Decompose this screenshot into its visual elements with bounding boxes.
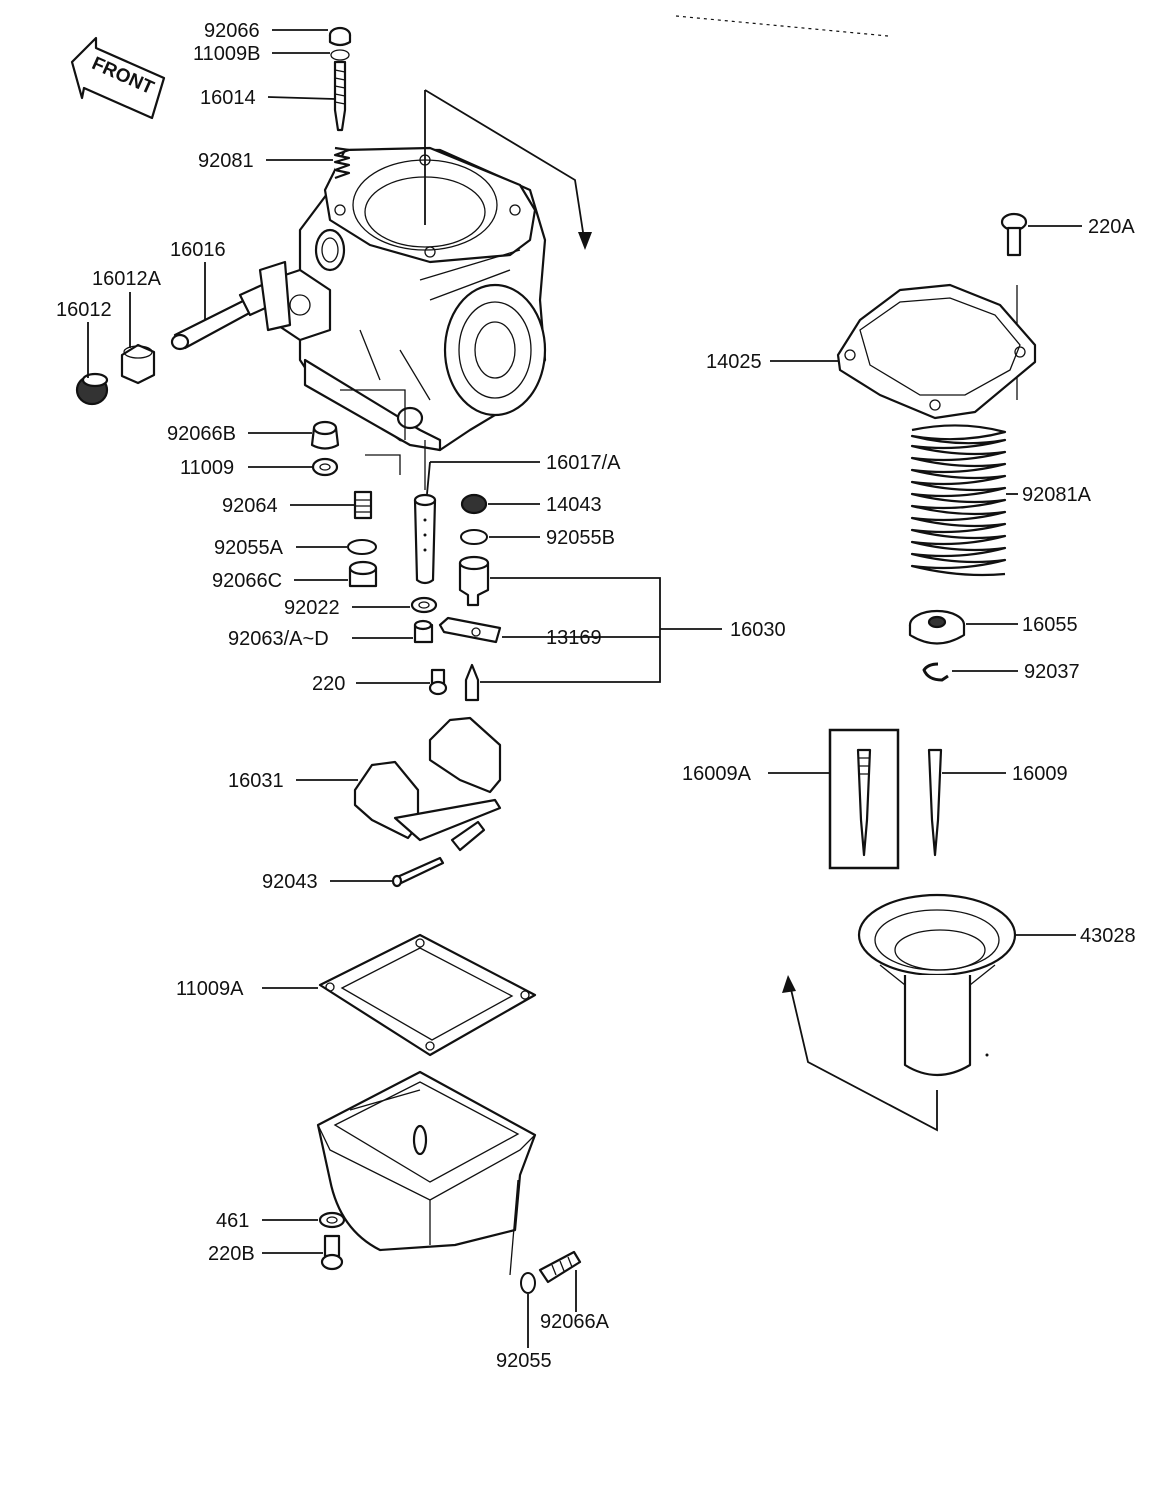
label-16009A: 16009A — [682, 763, 752, 785]
label-92066: 92066 — [204, 20, 260, 42]
part-92055B-oring — [460, 529, 488, 545]
label-14043: 14043 — [546, 494, 602, 516]
part-92022-washer — [410, 596, 438, 614]
label-13169: 13169 — [546, 627, 602, 649]
part-16031-float — [353, 716, 502, 852]
label-92066A: 92066A — [540, 1311, 610, 1333]
label-92063: 92063/A~D — [228, 628, 329, 650]
carburetor-body — [268, 146, 547, 452]
part-92081A-spring — [910, 424, 1007, 577]
part-92081-spring — [333, 146, 351, 180]
part-13169-plate — [438, 616, 502, 644]
part-92063-main-jet — [413, 619, 434, 644]
label-92064: 92064 — [222, 495, 278, 517]
bracket-16030 — [480, 577, 661, 683]
part-11009-washer — [311, 457, 339, 477]
label-92043: 92043 — [262, 871, 318, 893]
part-92066B-plug — [310, 420, 340, 450]
part-float-needle — [464, 663, 480, 702]
label-14025: 14025 — [706, 351, 762, 373]
label-92037: 92037 — [1024, 661, 1080, 683]
label-43028: 43028 — [1080, 925, 1136, 947]
label-92055B: 92055B — [546, 527, 615, 549]
label-16055: 16055 — [1022, 614, 1078, 636]
label-92081: 92081 — [198, 150, 254, 172]
label-16017: 16017/A — [546, 452, 621, 474]
label-16012A: 16012A — [92, 268, 162, 290]
part-16012A-nut — [120, 343, 156, 385]
part-92037-clip — [922, 662, 949, 682]
part-16017-needle-jet — [413, 493, 437, 585]
label-16030: 16030 — [730, 619, 786, 641]
part-92066A-drain-plug — [538, 1250, 582, 1284]
drain-guide-line — [509, 1179, 519, 1276]
part-16014-screw — [333, 60, 347, 132]
label-11009A: 11009A — [176, 978, 244, 1000]
part-461-washer — [318, 1211, 346, 1229]
part-16009-needle — [927, 748, 943, 857]
part-16009A-box — [828, 728, 900, 870]
part-43028-diaphragm-slide — [857, 893, 1017, 1076]
label-92066C: 92066C — [212, 570, 282, 592]
label-16012: 16012 — [56, 299, 112, 321]
part-220A-screw — [1000, 212, 1028, 257]
label-92066B: 92066B — [167, 423, 236, 445]
part-16055-spring-seat — [908, 609, 966, 645]
slide-guide-arrow — [789, 984, 938, 1132]
part-220B-screw — [320, 1234, 344, 1271]
label-16009: 16009 — [1012, 763, 1068, 785]
label-92022: 92022 — [284, 597, 340, 619]
part-float-bowl — [316, 1070, 537, 1252]
part-92043-pin — [391, 856, 445, 888]
label-11009: 11009 — [180, 457, 234, 479]
section-divider-line — [675, 15, 889, 37]
label-16016: 16016 — [170, 239, 226, 261]
label-220: 220 — [312, 673, 345, 695]
jet-guide-line — [340, 389, 426, 490]
part-14025-top-cover — [836, 283, 1037, 420]
part-92064-jet — [353, 490, 373, 520]
part-16016-plunger — [170, 260, 292, 351]
label-92055A: 92055A — [214, 537, 284, 559]
part-16009A-needle — [856, 748, 872, 857]
part-11009A-gasket — [318, 933, 537, 1057]
label-92081A: 92081A — [1022, 484, 1092, 506]
label-16031: 16031 — [228, 770, 284, 792]
part-92066-cap — [328, 26, 352, 47]
part-92055A-oring — [347, 539, 377, 555]
part-11009B-washer — [330, 49, 350, 61]
part-16030-valve-seat — [458, 555, 490, 607]
label-220B: 220B — [208, 1243, 255, 1265]
label-92055: 92055 — [496, 1350, 552, 1372]
part-92055-oring — [520, 1272, 536, 1294]
part-14043-filter — [460, 493, 488, 515]
assembly-guide-arrow — [424, 89, 586, 246]
label-220A: 220A — [1088, 216, 1135, 238]
front-arrow: FRONT — [70, 36, 166, 120]
label-11009B: 11009B — [193, 43, 260, 65]
part-16012-cap — [75, 372, 109, 406]
label-461: 461 — [216, 1210, 249, 1232]
part-92066C-plug — [348, 560, 378, 588]
label-16014: 16014 — [200, 87, 256, 109]
leader-lines — [87, 29, 1082, 1348]
part-labels: 92066 11009B 16014 92081 16016 16012A 16… — [56, 20, 1136, 1372]
part-220-screw — [428, 668, 448, 696]
